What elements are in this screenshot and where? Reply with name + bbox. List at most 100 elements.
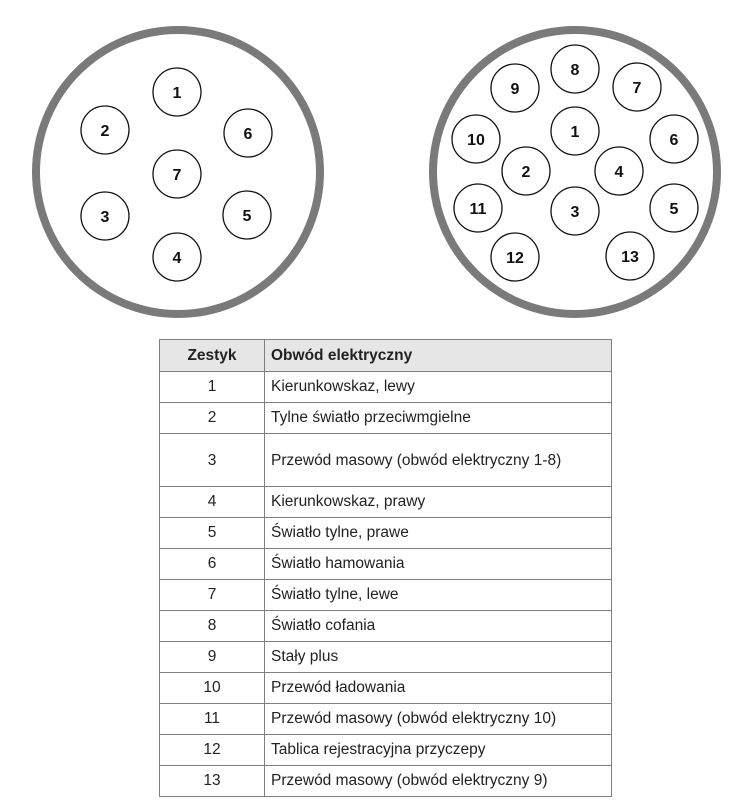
pin-label: 1: [173, 85, 182, 102]
cell-pin: 10: [159, 672, 265, 704]
cell-circuit: Światło cofania: [264, 610, 612, 642]
pin-label: 9: [511, 81, 520, 98]
connector-13-pin: 9 8 7 10 1 6 2 4 11 3 5 12 13: [429, 26, 721, 318]
table-row: 11 Przewód masowy (obwód elektryczny 10): [159, 703, 612, 735]
pin-2: 2: [80, 105, 130, 155]
pin-socket: [222, 190, 272, 240]
table-row: 3 Przewód masowy (obwód elektryczny 1-8): [159, 433, 612, 487]
pin-1: 1: [152, 67, 202, 117]
pin-label: 5: [670, 201, 679, 218]
cell-circuit: Światło tylne, prawe: [264, 517, 612, 549]
pin-label: 4: [615, 164, 624, 181]
table-header-row: Zestyk Obwód elektryczny: [159, 339, 612, 372]
pin-socket: [152, 67, 202, 117]
cell-pin: 5: [159, 517, 265, 549]
pin-4: 4: [594, 146, 644, 196]
cell-pin: 1: [159, 371, 265, 403]
pin-socket: [490, 232, 540, 282]
pin-label: 6: [670, 132, 679, 149]
pin-7: 7: [612, 62, 662, 112]
pin-label: 13: [621, 249, 639, 266]
pin-socket: [152, 149, 202, 199]
pin-8: 8: [550, 44, 600, 94]
pin-assignment-table-wrapper: Zestyk Obwód elektryczny 1 Kierunkowskaz…: [159, 339, 612, 797]
table-row: 1 Kierunkowskaz, lewy: [159, 371, 612, 403]
pin-4: 4: [152, 232, 202, 282]
table-row: 6 Światło hamowania: [159, 548, 612, 580]
pin-12: 12: [490, 232, 540, 282]
pin-10: 10: [451, 114, 501, 164]
pin-label: 2: [101, 123, 110, 140]
table-row: 9 Stały plus: [159, 641, 612, 673]
cell-circuit: Światło hamowania: [264, 548, 612, 580]
cell-pin: 9: [159, 641, 265, 673]
cell-pin: 7: [159, 579, 265, 611]
cell-pin: 4: [159, 486, 265, 518]
pin-5: 5: [649, 183, 699, 233]
cell-pin: 13: [159, 765, 265, 797]
table-row: 5 Światło tylne, prawe: [159, 517, 612, 549]
pin-6: 6: [649, 114, 699, 164]
pin-3: 3: [80, 191, 130, 241]
cell-pin: 12: [159, 734, 265, 766]
pin-11: 11: [453, 183, 503, 233]
table-row: 10 Przewód ładowania: [159, 672, 612, 704]
table-row: 2 Tylne światło przeciwmgielne: [159, 402, 612, 434]
pin-socket: [80, 191, 130, 241]
pin-5: 5: [222, 190, 272, 240]
pin-label: 1: [571, 124, 580, 141]
pin-label: 11: [470, 201, 487, 218]
pin-label: 10: [467, 132, 485, 149]
pin-socket: [80, 105, 130, 155]
table-row: 12 Tablica rejestracyjna przyczepy: [159, 734, 612, 766]
table-row: 13 Przewód masowy (obwód elektryczny 9): [159, 765, 612, 797]
pin-label: 8: [571, 62, 580, 79]
pin-1: 1: [550, 106, 600, 156]
pin-label: 6: [244, 126, 253, 143]
pin-socket: [501, 146, 551, 196]
cell-circuit: Stały plus: [264, 641, 612, 673]
cell-circuit: Tylne światło przeciwmgielne: [264, 402, 612, 434]
pin-label: 3: [101, 209, 110, 226]
pin-13: 13: [605, 231, 655, 281]
cell-circuit: Tablica rejestracyjna przyczepy: [264, 734, 612, 766]
pin-9: 9: [490, 63, 540, 113]
cell-pin: 6: [159, 548, 265, 580]
cell-circuit: Kierunkowskaz, prawy: [264, 486, 612, 518]
cell-circuit: Kierunkowskaz, lewy: [264, 371, 612, 403]
pin-label: 4: [173, 250, 182, 267]
table-row: 8 Światło cofania: [159, 610, 612, 642]
cell-circuit: Przewód masowy (obwód elektryczny 10): [264, 703, 612, 735]
pin-socket: [550, 186, 600, 236]
pin-socket: [490, 63, 540, 113]
pin-socket: [451, 114, 501, 164]
cell-circuit: Światło tylne, lewe: [264, 579, 612, 611]
pin-socket: [152, 232, 202, 282]
pin-socket: [550, 44, 600, 94]
pin-6: 6: [223, 108, 273, 158]
table-row: 7 Światło tylne, lewe: [159, 579, 612, 611]
cell-pin: 8: [159, 610, 265, 642]
pin-assignment-table: Zestyk Obwód elektryczny 1 Kierunkowskaz…: [159, 339, 612, 797]
pin-label: 2: [522, 164, 531, 181]
pin-socket: [605, 231, 655, 281]
cell-circuit: Przewód ładowania: [264, 672, 612, 704]
pin-label: 12: [506, 250, 524, 267]
connector-7-pin: 1 2 6 7 3 5 4: [32, 26, 324, 318]
pin-label: 7: [633, 80, 642, 97]
pin-label: 3: [571, 204, 580, 221]
header-circuit: Obwód elektryczny: [264, 339, 612, 372]
pin-7: 7: [152, 149, 202, 199]
pin-socket: [223, 108, 273, 158]
pin-socket: [649, 114, 699, 164]
pin-socket: [594, 146, 644, 196]
cell-circuit: Przewód masowy (obwód elektryczny 1-8): [264, 433, 612, 487]
table-row: 4 Kierunkowskaz, prawy: [159, 486, 612, 518]
pin-socket: [649, 183, 699, 233]
pin-label: 5: [243, 208, 252, 225]
pin-socket: [550, 106, 600, 156]
pin-socket: [453, 183, 503, 233]
cell-circuit: Przewód masowy (obwód elektryczny 9): [264, 765, 612, 797]
pin-2: 2: [501, 146, 551, 196]
